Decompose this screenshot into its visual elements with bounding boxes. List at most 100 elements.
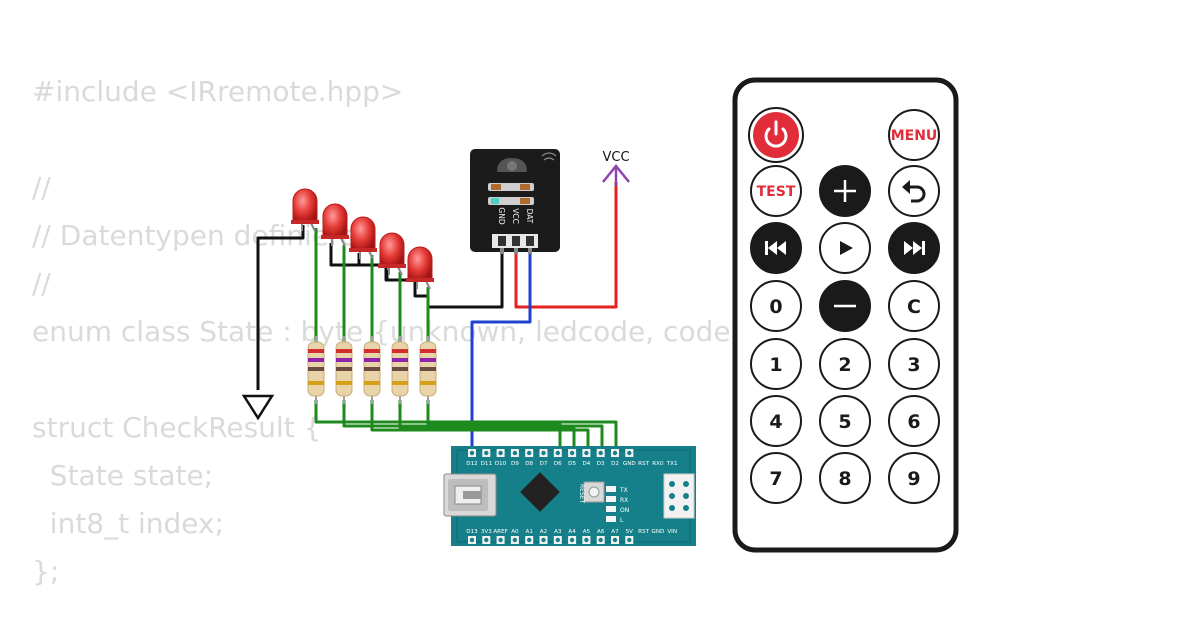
resistor — [307, 336, 325, 404]
nano-pin-label: A3 — [554, 529, 562, 535]
remote-button-1[interactable]: 1 — [750, 338, 802, 390]
nano-pin-label: D12 — [466, 461, 477, 467]
nano-pin: A5 — [582, 529, 591, 544]
nano-pin: D11 — [481, 449, 493, 467]
remote-button-6[interactable]: 6 — [888, 395, 940, 447]
remote-button-menu[interactable]: MENU — [888, 109, 940, 161]
nano-pin: AREF — [493, 529, 508, 544]
nano-pin: GND — [651, 529, 664, 535]
status-led-label: TX — [619, 487, 628, 494]
nano-pin: A0 — [510, 529, 519, 544]
nano-pin: 3V3 — [481, 529, 492, 544]
led — [406, 246, 434, 290]
led — [291, 188, 319, 232]
remote-button-power[interactable] — [748, 107, 804, 163]
nano-pin-label: D8 — [525, 461, 533, 467]
microcontroller-chip — [520, 472, 560, 512]
nano-pin-label: D11 — [481, 461, 493, 467]
nano-pin-label: D2 — [611, 461, 619, 467]
remote-button-2[interactable]: 2 — [819, 338, 871, 390]
rewind-icon — [765, 241, 786, 255]
remote-button-back[interactable] — [888, 165, 940, 217]
res-wire-3 — [370, 400, 590, 458]
reset-button: RESET — [578, 481, 605, 504]
nano-pin: D12 — [466, 449, 478, 467]
remote-button-0[interactable]: 0 — [750, 280, 802, 332]
remote-button-minus[interactable] — [819, 280, 871, 332]
resistor — [391, 336, 409, 404]
nano-pin-label: D7 — [540, 461, 548, 467]
code-line: // — [32, 267, 51, 300]
play-icon — [840, 241, 853, 255]
nano-pin-label: RST — [638, 529, 649, 535]
remote-button-9[interactable]: 9 — [888, 452, 940, 504]
nano-pin: D4 — [582, 449, 591, 467]
nano-pin-label: D13 — [466, 529, 478, 535]
ir-remote: MENU TEST 0 C 1 2 3 4 5 6 7 8 9 — [732, 77, 959, 553]
fast-forward-icon — [904, 241, 925, 255]
remote-button-3[interactable]: 3 — [888, 338, 940, 390]
res-wire-4 — [398, 400, 576, 458]
nano-pin: D8 — [525, 449, 534, 467]
remote-button-label: 7 — [769, 468, 782, 490]
nano-pin-label: D5 — [568, 461, 576, 467]
status-leds — [606, 486, 616, 522]
ground-symbol-icon — [241, 394, 275, 421]
nano-pin: D7 — [539, 449, 548, 467]
remote-button-play[interactable] — [819, 222, 871, 274]
led — [321, 203, 349, 247]
nano-pin: D3 — [596, 449, 605, 467]
ir-pin-label: VCC — [511, 208, 520, 224]
nano-pin: 5V — [625, 529, 634, 544]
remote-button-5[interactable]: 5 — [819, 395, 871, 447]
vcc-symbol: VCC — [602, 150, 630, 186]
nano-pin-label: D10 — [495, 461, 507, 467]
remote-button-8[interactable]: 8 — [819, 452, 871, 504]
wires — [256, 182, 618, 458]
remote-button-7[interactable]: 7 — [750, 452, 802, 504]
back-arrow-icon — [902, 180, 926, 203]
remote-button-c[interactable]: C — [888, 280, 940, 332]
nano-pin: GND — [623, 449, 636, 467]
remote-button-plus[interactable] — [819, 165, 871, 217]
remote-button-test[interactable]: TEST — [750, 165, 802, 217]
remote-button-4[interactable]: 4 — [750, 395, 802, 447]
remote-button-label: 1 — [769, 354, 782, 376]
remote-button-prev[interactable] — [750, 222, 802, 274]
status-led-label: L — [620, 517, 624, 524]
remote-button-label: MENU — [891, 128, 938, 144]
remote-button-label: 8 — [838, 468, 851, 490]
nano-pin-label: RST — [638, 461, 649, 467]
gnd-wire-led1 — [256, 225, 305, 390]
nano-pin: D10 — [495, 449, 507, 467]
code-line: struct CheckResult { — [32, 411, 322, 444]
status-led-label: RX — [620, 497, 628, 504]
nano-pin: D13 — [466, 529, 478, 544]
remote-button-label: 2 — [838, 354, 851, 376]
nano-pin-label: D6 — [554, 461, 562, 467]
status-led-label: ON — [620, 507, 629, 514]
ir-pin-label: GND — [497, 207, 506, 224]
nano-pin-label: 5V — [626, 529, 634, 535]
nano-pin-label: A7 — [611, 529, 619, 535]
nano-pin-label: D4 — [582, 461, 590, 467]
nano-pin-label: GND — [623, 461, 636, 467]
nano-pin: D6 — [553, 449, 562, 467]
res-wire-1 — [314, 400, 618, 458]
remote-button-next[interactable] — [888, 222, 940, 274]
nano-pin: D9 — [510, 449, 519, 467]
nano-pin: A4 — [568, 529, 576, 544]
nano-pin: A7 — [611, 529, 619, 544]
remote-button-label: 5 — [838, 411, 851, 433]
nano-pin-label: A6 — [597, 529, 605, 535]
nano-pin-label: VIN — [667, 529, 677, 535]
plus-icon — [834, 180, 856, 202]
nano-pin-label: A1 — [526, 529, 534, 535]
nano-pin: D2 — [611, 449, 619, 467]
nano-pin: A6 — [596, 529, 605, 544]
nano-pin: A1 — [525, 529, 533, 544]
signal-wire — [470, 250, 532, 458]
